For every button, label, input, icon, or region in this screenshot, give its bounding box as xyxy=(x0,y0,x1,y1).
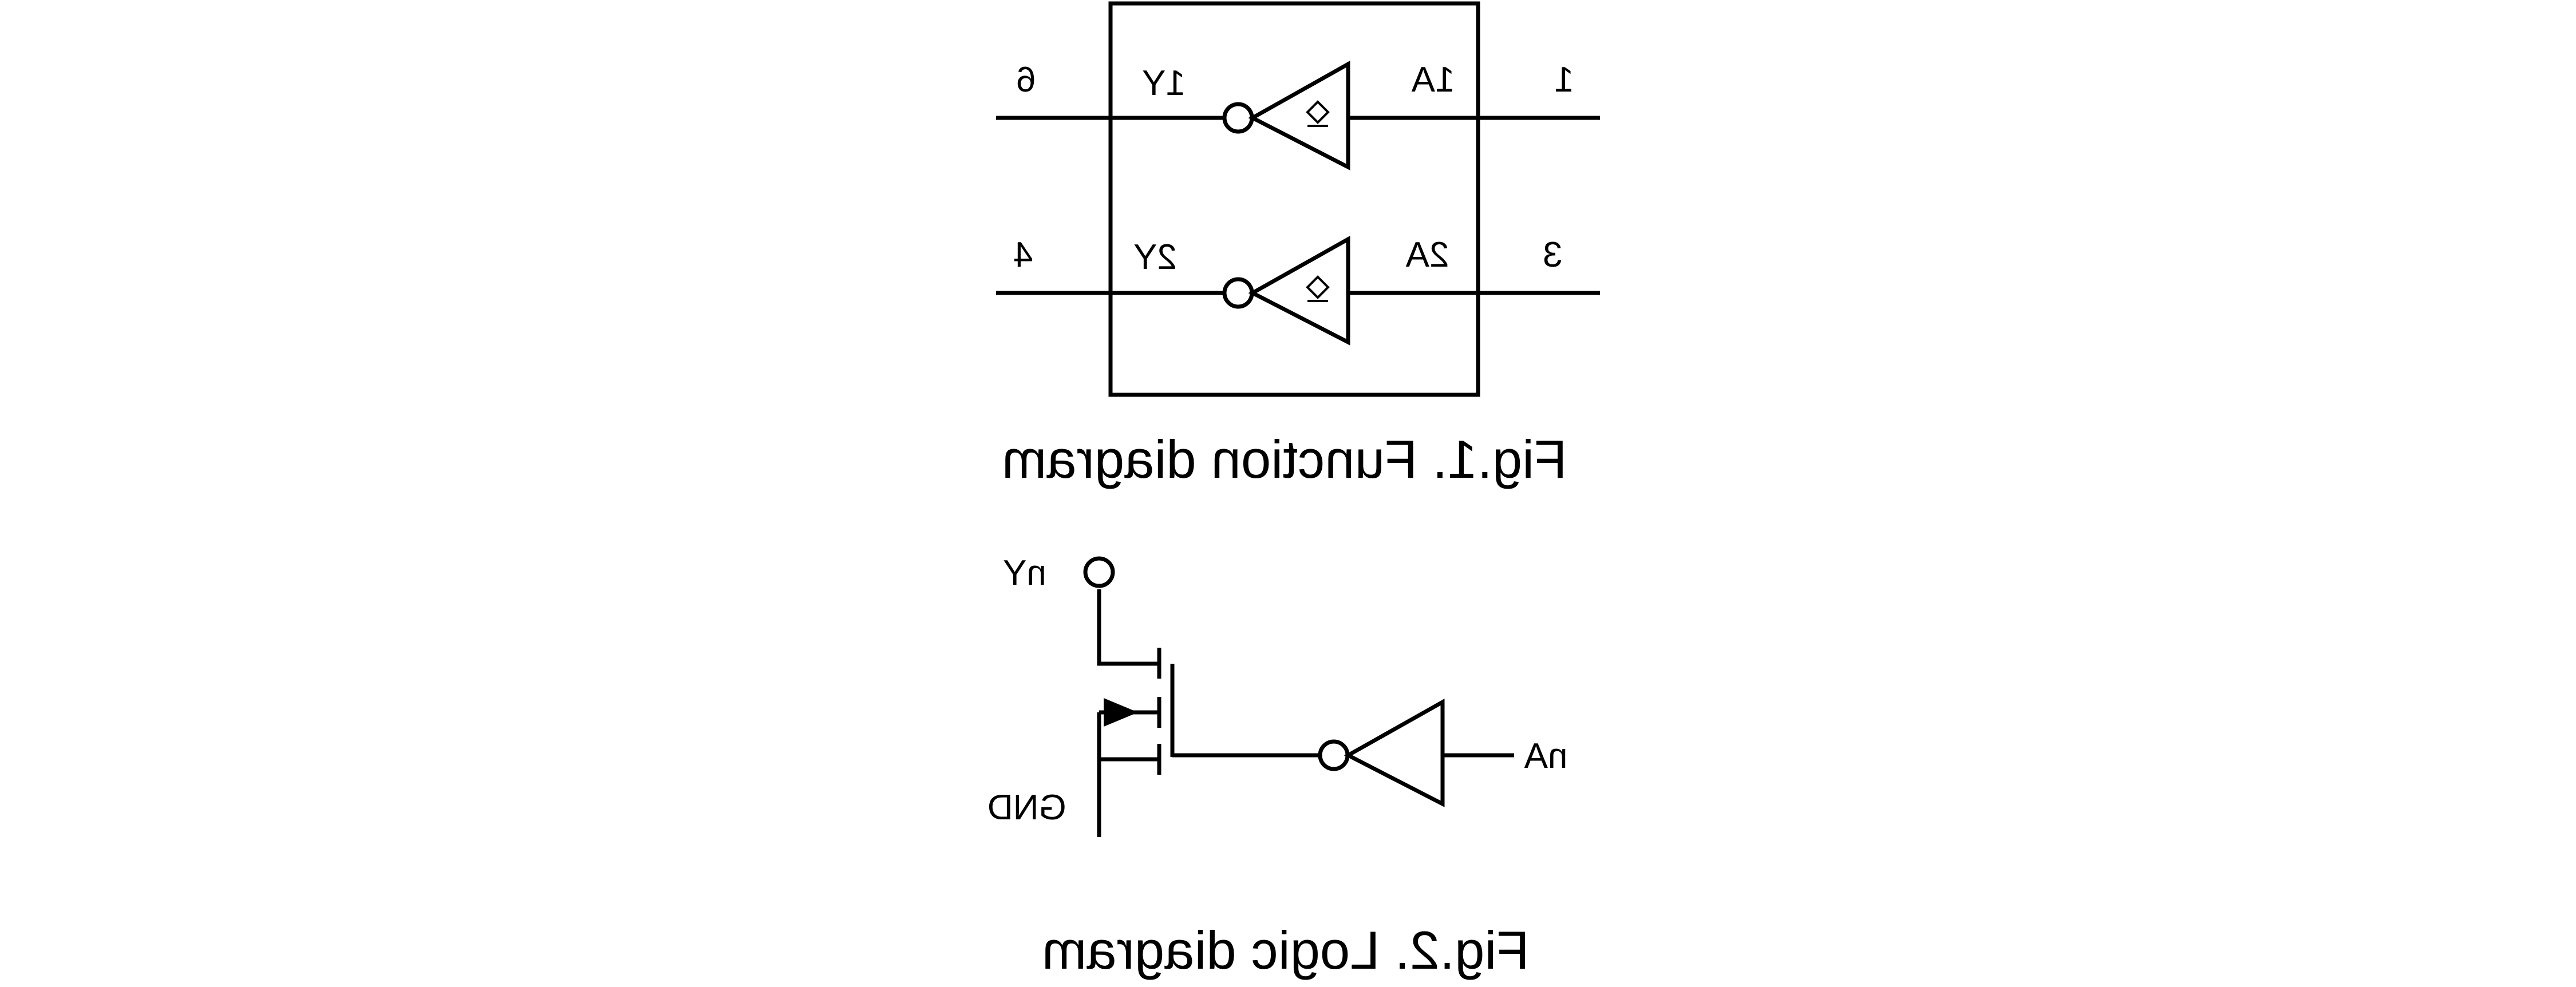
mosfet-drain-wire xyxy=(1097,589,1159,666)
gate-1-output-name: 1Y xyxy=(1142,64,1186,103)
buffer-gate-2 xyxy=(996,236,1600,346)
pin-3-number: 3 xyxy=(1543,235,1562,275)
gate-2-input-name: 2A xyxy=(1405,235,1449,275)
pin-1-number: 1 xyxy=(1554,60,1574,100)
function-diagram: 1 1A 1Y 6 3 2A 2Y 4 Fig.1. Function diag… xyxy=(996,1,1600,489)
input-label: nA xyxy=(1524,736,1567,776)
mosfet-body-arrow xyxy=(1104,698,1138,727)
pin-6-number: 6 xyxy=(1016,60,1036,100)
logic-buffer-triangle xyxy=(1344,699,1445,807)
ic-package-outline xyxy=(1108,1,1480,397)
gate-2-output-name: 2Y xyxy=(1133,237,1177,277)
gate-2-triangle xyxy=(1248,236,1350,346)
fig1-caption: Fig.1. Function diagram xyxy=(1002,429,1567,489)
gate-1-inversion-bubble xyxy=(1222,102,1254,134)
gate-1-open-drain-symbol xyxy=(1306,100,1330,124)
gate-2-inversion-bubble xyxy=(1222,277,1254,309)
mosfet-source-wire xyxy=(1097,757,1159,837)
gate-2-open-drain-symbol xyxy=(1306,275,1330,299)
pin-4-number: 4 xyxy=(1013,235,1033,275)
buffer-gate-1 xyxy=(996,61,1600,171)
fig2-caption: Fig.2. Logic diagram xyxy=(1042,920,1530,980)
logic-inversion-bubble xyxy=(1318,739,1350,771)
logic-diagram: nY nA GND Fig.2. Logic diagram xyxy=(987,553,1567,980)
gate-1-triangle xyxy=(1248,61,1350,171)
output-terminal xyxy=(1083,556,1115,588)
output-label: nY xyxy=(1003,553,1046,593)
gate-1-input-name: 1A xyxy=(1411,60,1455,100)
ground-label: GND xyxy=(987,788,1066,827)
